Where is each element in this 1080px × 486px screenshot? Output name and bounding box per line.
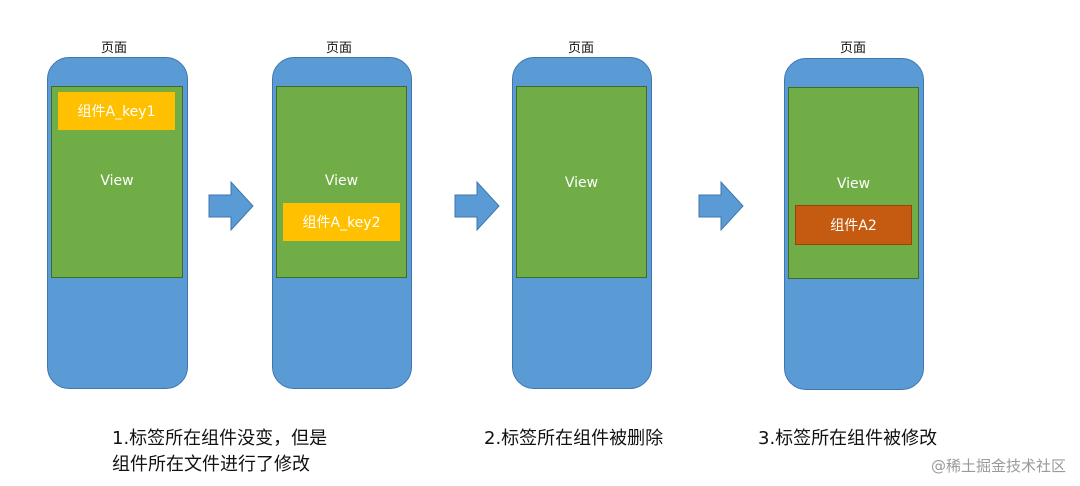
- page-label-4: 页面: [839, 41, 866, 56]
- phone-page-1: 组件A_key1 View: [47, 57, 188, 389]
- view-3: View: [516, 86, 647, 278]
- view-1: 组件A_key1 View: [51, 86, 183, 278]
- view-2: View 组件A_key2: [276, 86, 407, 278]
- view-label-1: View: [100, 173, 134, 189]
- component-a-key2: 组件A_key2: [283, 203, 400, 241]
- phone-page-2: View 组件A_key2: [272, 57, 412, 389]
- right-arrow-icon-3: [698, 180, 744, 232]
- page-label-2: 页面: [325, 41, 352, 56]
- right-arrow-icon-1: [208, 180, 254, 232]
- page-label-1: 页面: [100, 41, 127, 56]
- component-a2: 组件A2: [795, 205, 912, 245]
- phone-page-4: View 组件A2: [784, 58, 924, 390]
- right-arrow-icon-2: [454, 180, 500, 232]
- caption-3: 3.标签所在组件被修改: [758, 428, 938, 449]
- caption-2: 2.标签所在组件被删除: [484, 428, 664, 449]
- phone-page-3: View: [512, 57, 652, 389]
- component-a-key1: 组件A_key1: [58, 92, 175, 130]
- watermark: @稀土掘金技术社区: [930, 457, 1066, 475]
- view-label-3: View: [564, 175, 599, 191]
- view-label-2: View: [324, 173, 359, 189]
- page-label-3: 页面: [567, 41, 594, 56]
- caption-1-line-2: 组件所在文件进行了修改: [112, 454, 310, 475]
- view-4: View 组件A2: [788, 87, 919, 279]
- caption-1-line-1: 1.标签所在组件没变，但是: [112, 428, 328, 449]
- view-label-4: View: [836, 176, 871, 192]
